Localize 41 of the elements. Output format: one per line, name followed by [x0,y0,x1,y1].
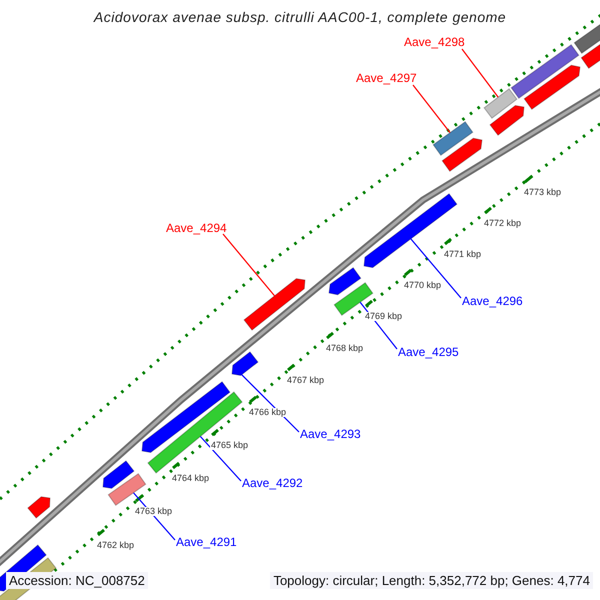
gene-label: Aave_4296 [462,295,523,307]
gene-feature [328,267,362,296]
leader-line [200,436,242,482]
gene-feature [243,278,306,331]
gene-feature [27,496,51,519]
accession-text: Accession: NC_008752 [6,572,148,589]
gene-label: Aave_4294 [166,222,227,234]
scale-label: 4762 kbp [96,541,136,550]
gene-label: Aave_4293 [300,428,361,440]
gene-feature [442,138,483,172]
gene-feature [432,121,474,156]
scale-label: 4770 kbp [403,281,442,290]
leader-line [410,238,462,298]
scale-label: 4764 kbp [171,474,210,483]
gene-label: Aave_4298 [404,36,465,48]
scale-label: 4766 kbp [248,408,288,417]
gene-feature [108,473,146,506]
scale-label: 4763 kbp [134,507,174,516]
leader-line [222,234,275,296]
genome-stats-text: Topology: circular; Length: 5,352,772 bp; Genes: 4,774 [270,572,593,589]
scale-label: 4769 kbp [364,312,404,321]
gene-feature [483,88,518,119]
gene-label: Aave_4297 [356,72,417,84]
scale-label: 4772 kbp [483,219,522,228]
gene-feature [102,460,135,489]
gene-feature [524,64,581,110]
gene-label: Aave_4292 [242,477,303,489]
gene-label: Aave_4295 [398,346,459,358]
gene-feature [510,44,580,99]
scale-label: 4767 kbp [286,376,326,385]
gene-feature [489,104,525,136]
scale-label: 4765 kbp [210,441,250,450]
gene-feature [141,381,231,454]
diagram-title: Acidovorax avenae subsp. citrulli AAC00-1, complete genome [92,10,508,24]
gene-label: Aave_4291 [176,536,237,548]
scale-label: 4773 kbp [523,188,562,197]
scale-label: 4771 kbp [443,250,482,259]
leader-line [462,48,499,98]
scale-label: 4768 kbp [325,344,364,353]
leader-line [412,84,451,133]
gene-feature [231,351,259,376]
